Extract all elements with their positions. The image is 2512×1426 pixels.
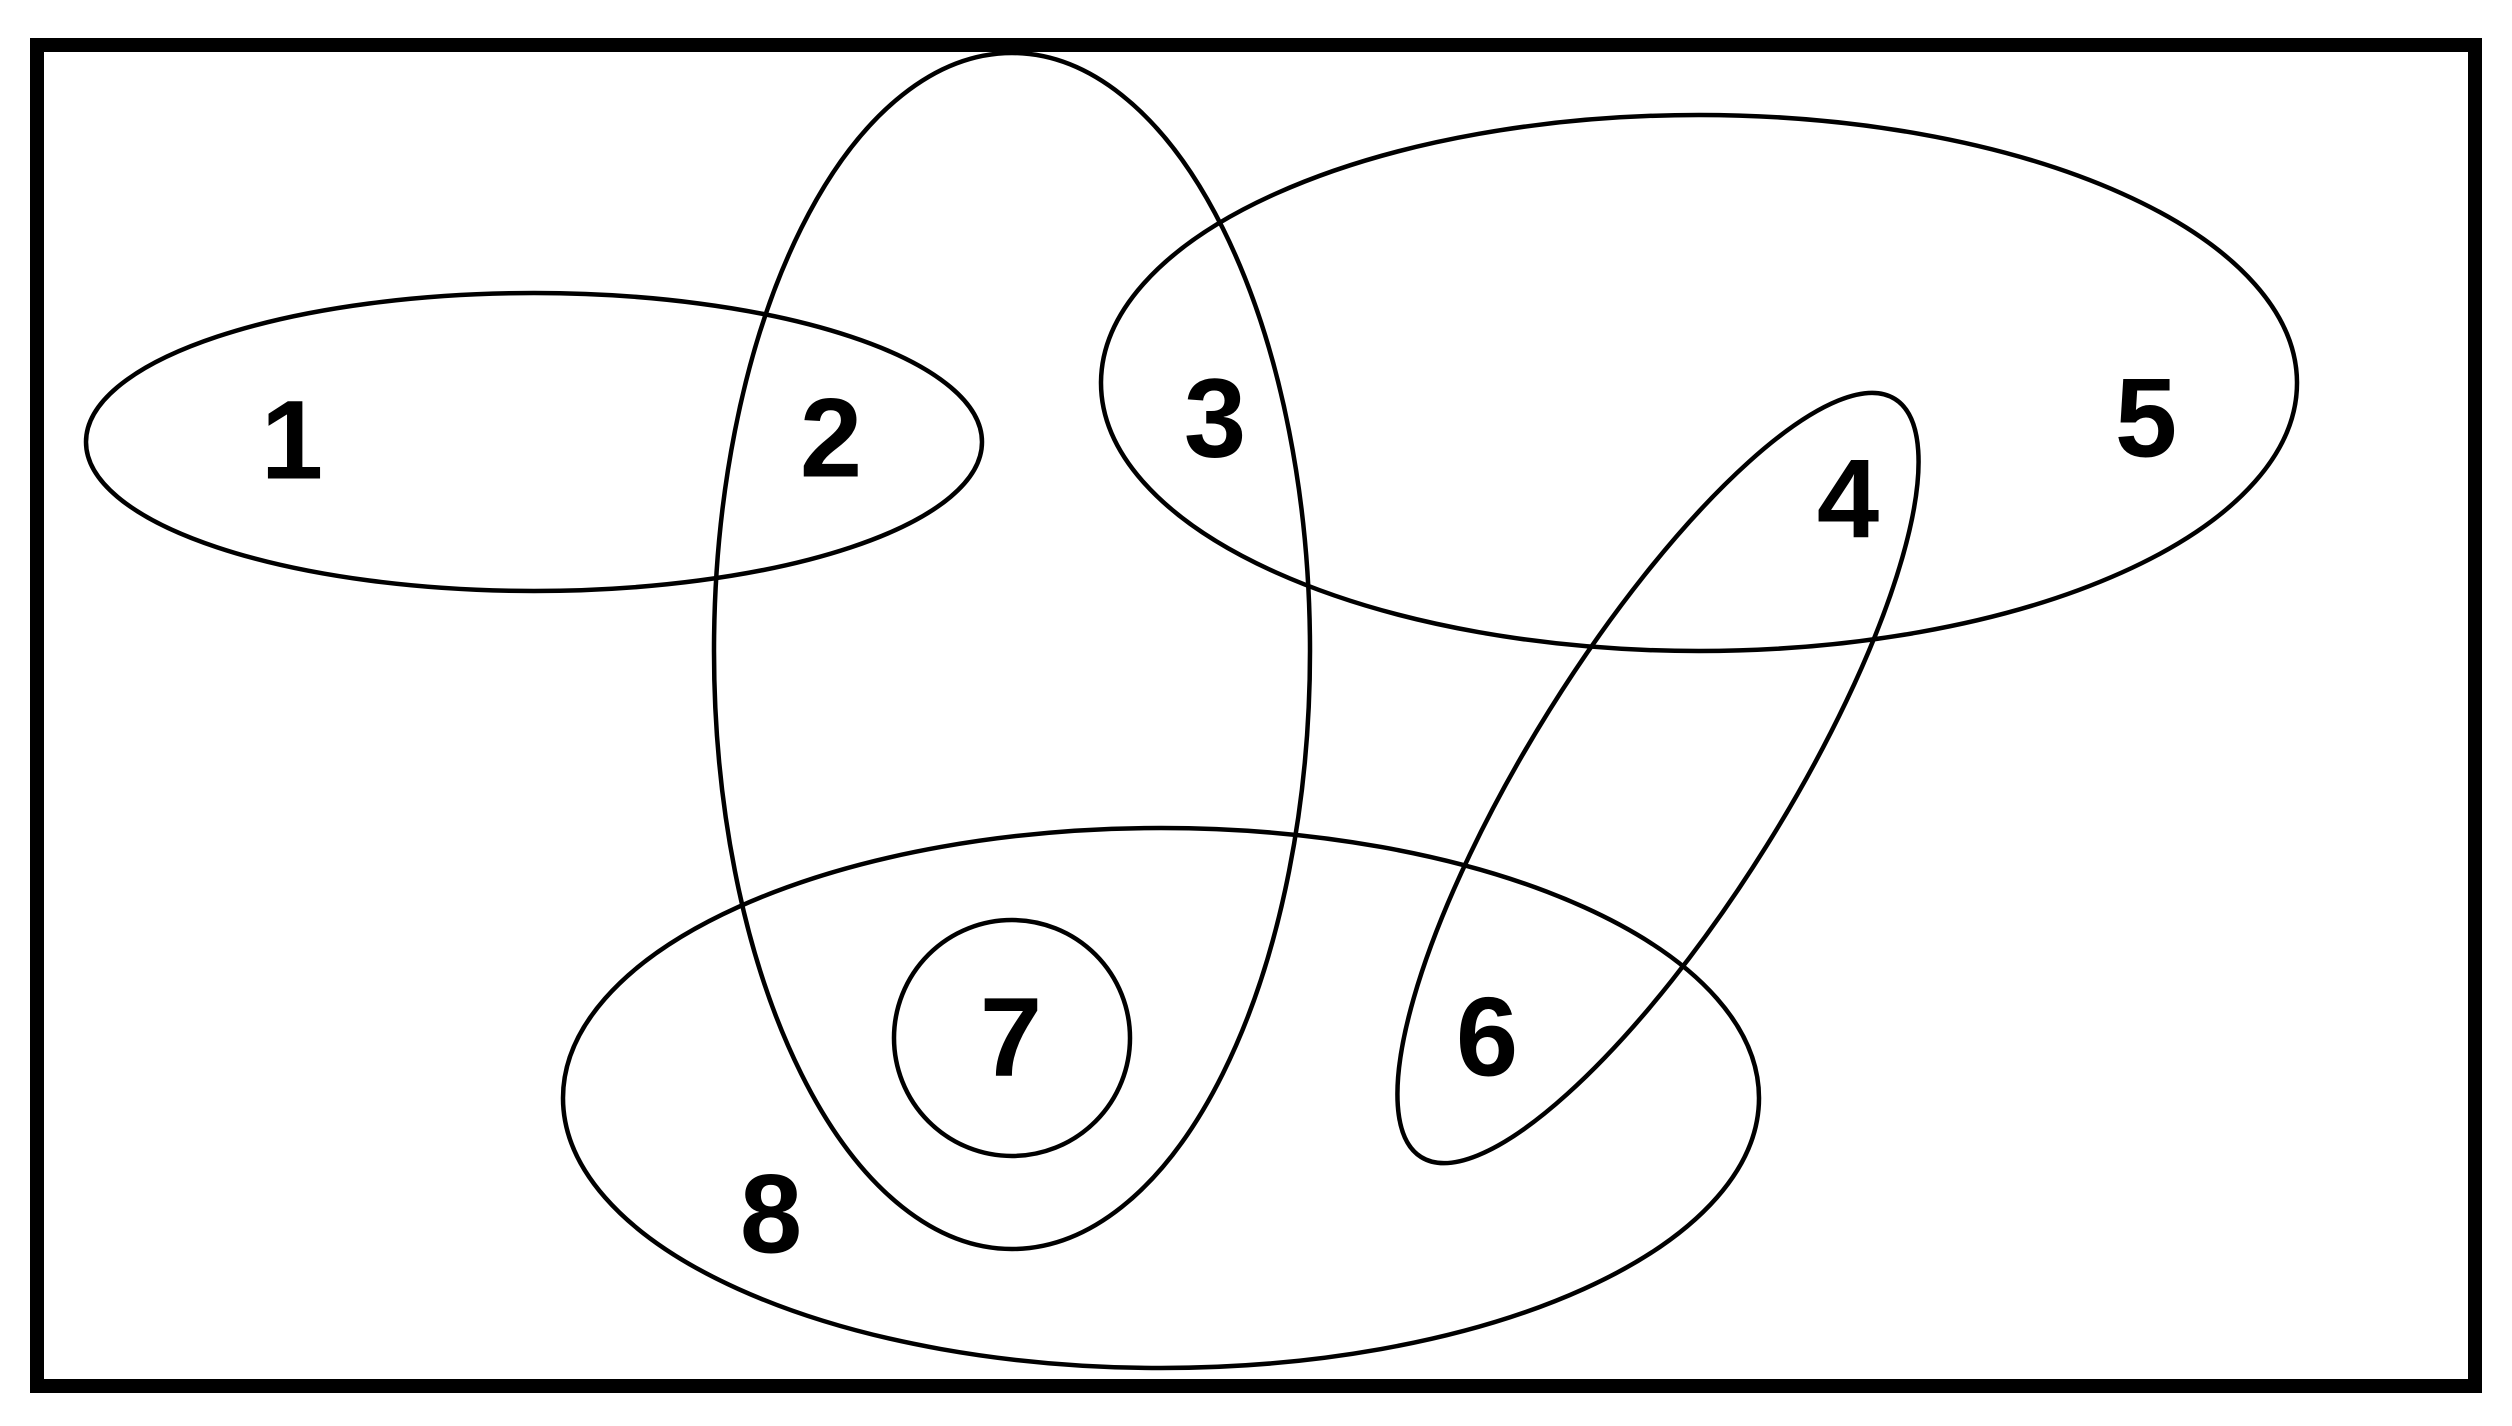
set-ellipse-left <box>83 290 985 594</box>
set-circle-inner <box>891 917 1133 1159</box>
region-label-8: 8 <box>740 1152 802 1277</box>
region-label-1: 1 <box>261 378 323 503</box>
set-ellipse-tilted <box>1395 390 1921 1166</box>
region-label-2: 2 <box>800 376 862 501</box>
set-ellipse-vertical <box>711 50 1313 1252</box>
set-ellipse-right <box>1098 112 2300 654</box>
region-label-6: 6 <box>1456 975 1518 1100</box>
set-ellipse-bottom <box>560 825 1762 1371</box>
region-label-3: 3 <box>1184 356 1246 481</box>
region-label-7: 7 <box>980 975 1042 1100</box>
diagram-frame <box>30 38 2482 1393</box>
region-label-4: 4 <box>1817 437 1879 562</box>
region-label-5: 5 <box>2115 356 2177 481</box>
